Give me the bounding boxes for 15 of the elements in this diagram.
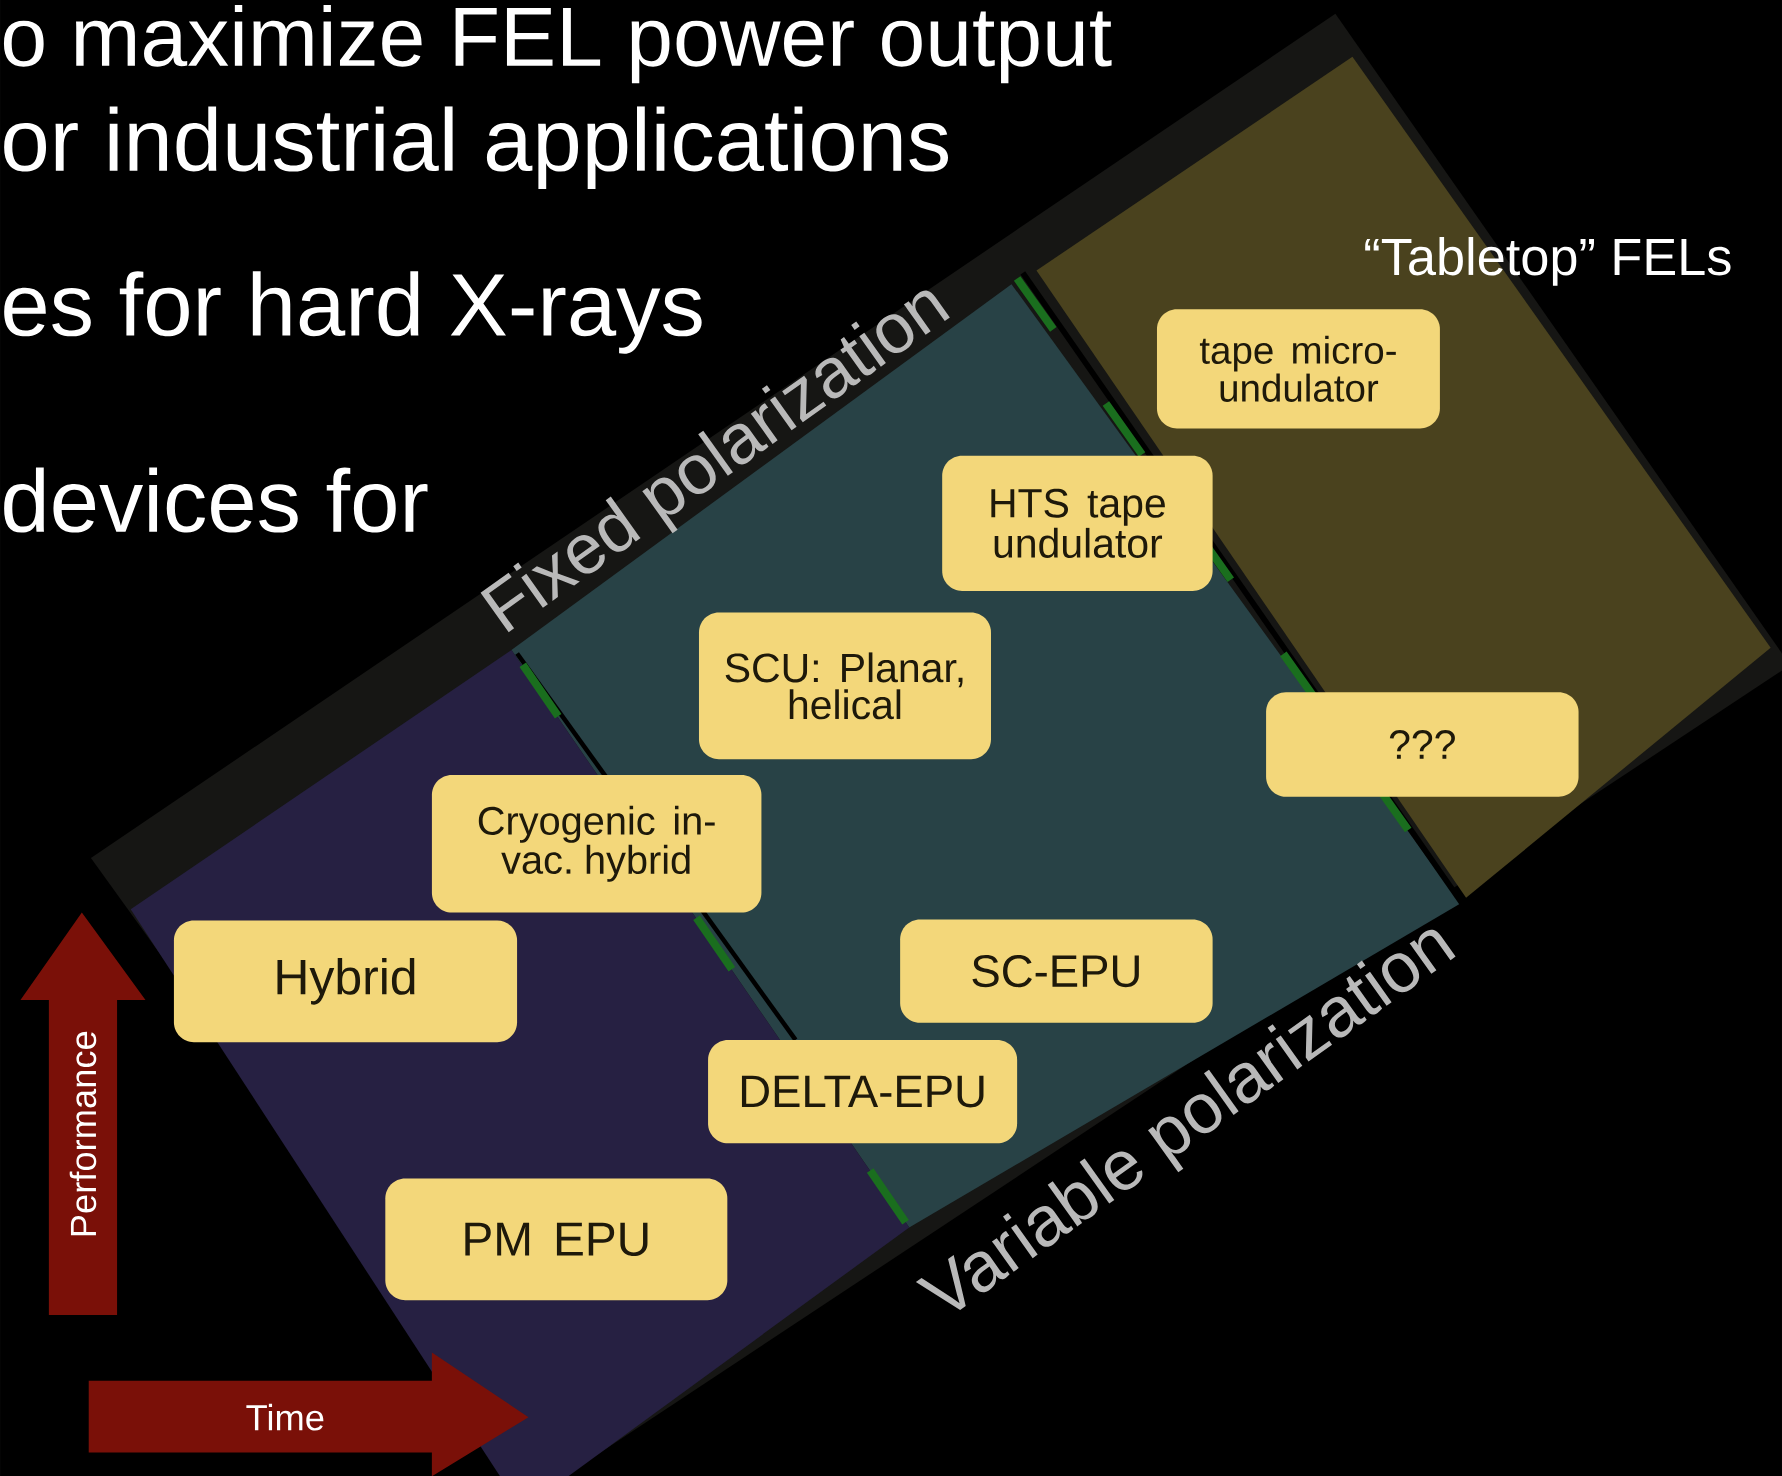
bullet-text: or industrial applications [4, 106, 948, 189]
device-box: PM EPU [385, 1178, 728, 1300]
axis-label: Time [246, 1403, 324, 1431]
group-label: “Tabletop” FELs [1365, 236, 1731, 286]
device-box: ??? [1266, 692, 1579, 797]
axis-label: Performance [69, 1031, 97, 1236]
device-box: Hybrid [173, 920, 518, 1042]
bullet-text: o maximize FEL power output [3, 4, 1112, 84]
device-box: SCU: Planar, helical [699, 612, 991, 759]
device-box: DELTA-EPU [708, 1039, 1018, 1144]
device-box: HTS tape undulator [942, 455, 1213, 591]
bullet-text: devices for [4, 467, 428, 533]
device-box: tape micro- undulator [1157, 309, 1440, 429]
device-box: Cryogenic in-vac. hybrid [431, 774, 762, 913]
device-box: SC-EPU [900, 919, 1213, 1023]
